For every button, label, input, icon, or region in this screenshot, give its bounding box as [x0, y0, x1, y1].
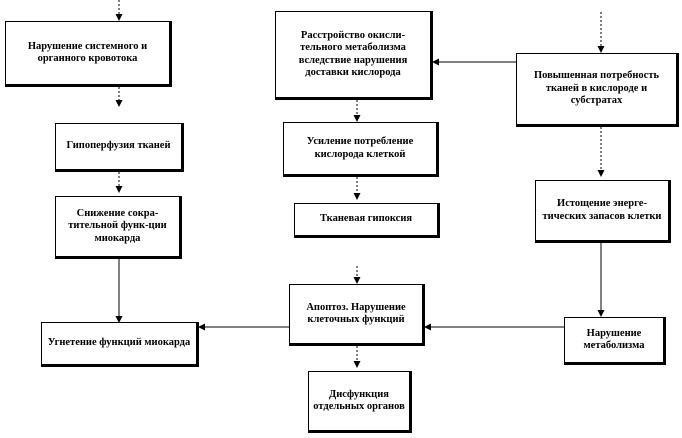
node-organ-dysfunction: Дисфункция отдельных органов: [308, 371, 412, 433]
node-circulation-label: Нарушение системного и органного кровото…: [27, 40, 148, 64]
node-hypoperfusion: Гипоперфузия тканей: [55, 123, 184, 172]
node-oxygen-uptake: Усиление потребление кислорода клеткой: [283, 122, 439, 177]
node-apoptosis-label: Апоптоз. Нарушение клеточных функций: [306, 301, 406, 325]
node-tissue-hypoxia: Тканевая гипоксия: [294, 203, 440, 238]
node-oxidative-metabolism-disorder: Расстройство окисли-тельного метаболизма…: [275, 11, 433, 100]
node-contractility-decrease: Снижение сокра-тительной функ-ции миокар…: [55, 196, 182, 259]
node-energy-label: Истощение энерге-тических запасов клетки: [542, 198, 662, 222]
node-metabolism-label: Нарушение метаболизма: [583, 327, 645, 351]
node-circulation-disorder: Нарушение системного и органного кровото…: [5, 21, 172, 87]
node-oxidative-label: Расстройство окисли-тельного метаболизма…: [298, 29, 408, 78]
node-contractility-label: Снижение сокра-тительной функ-ции миокар…: [68, 207, 167, 244]
node-dysfunction-label: Дисфункция отдельных органов: [313, 388, 405, 412]
node-energy-depletion: Истощение энерге-тических запасов клетки: [535, 180, 671, 243]
node-demand-label: Повышенная потребность тканей в кислород…: [533, 70, 660, 107]
node-hypoperfusion-label: Гипоперфузия тканей: [66, 140, 171, 152]
node-hypoxia-label: Тканевая гипоксия: [319, 213, 413, 225]
node-increased-demand: Повышенная потребность тканей в кислород…: [516, 53, 679, 127]
node-apoptosis: Апоптоз. Нарушение клеточных функций: [289, 284, 425, 346]
node-uptake-label: Усиление потребление кислорода клеткой: [306, 136, 414, 160]
node-depression-label: Угнетение функций миокарда: [47, 337, 191, 349]
node-metabolic-disorder: Нарушение метаболизма: [564, 317, 666, 365]
node-myocardial-depression: Угнетение функций миокарда: [41, 322, 199, 367]
